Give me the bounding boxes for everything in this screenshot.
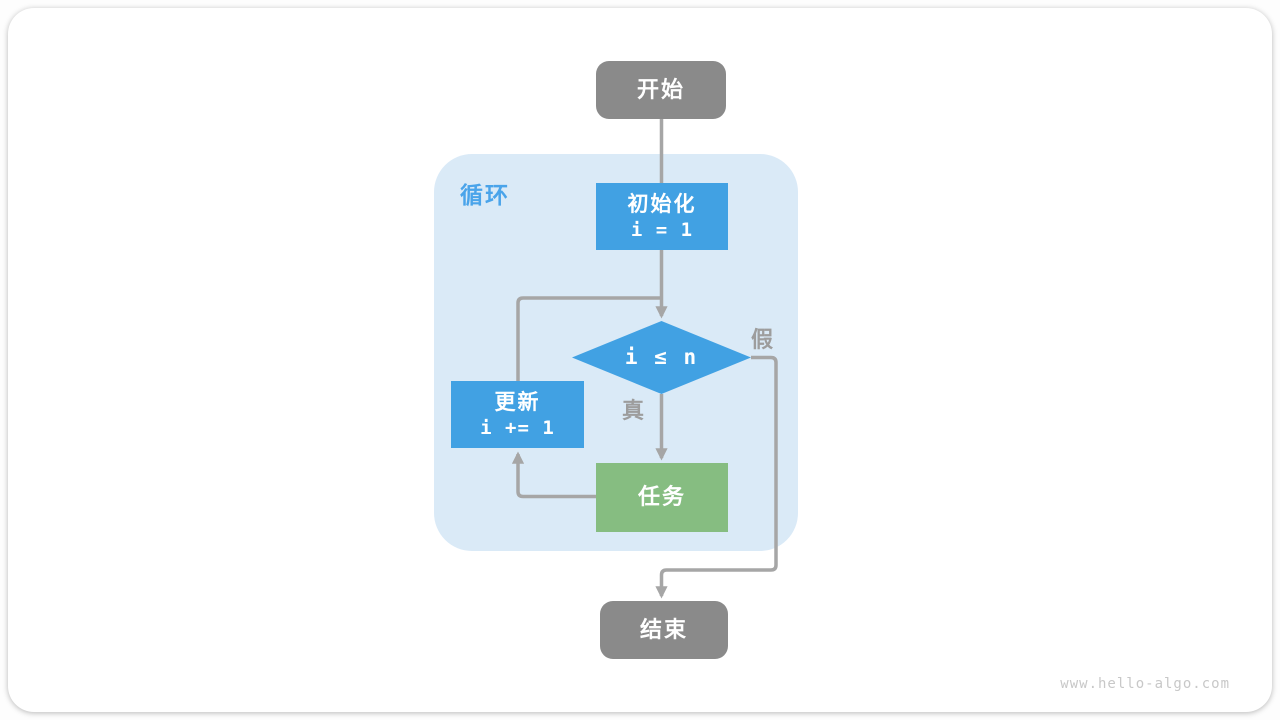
end-node-label: 结束 bbox=[639, 616, 688, 642]
update-node-title: 更新 bbox=[494, 390, 541, 414]
condition-text: i ≤ n bbox=[624, 345, 699, 369]
diagram-card: 循环 开始 初始化 i = 1 i ≤ n 假 真 bbox=[8, 8, 1272, 712]
init-node: 初始化 i = 1 bbox=[596, 183, 728, 250]
watermark: www.hello-algo.com bbox=[1060, 676, 1230, 692]
loop-label: 循环 bbox=[460, 182, 510, 208]
task-node-label: 任务 bbox=[637, 484, 686, 510]
start-node: 开始 bbox=[596, 61, 726, 119]
false-branch-label: 假 bbox=[751, 327, 774, 352]
init-node-code: i = 1 bbox=[630, 218, 694, 241]
update-node: 更新 i += 1 bbox=[451, 381, 584, 448]
true-branch-label: 真 bbox=[622, 398, 645, 423]
task-node: 任务 bbox=[596, 463, 728, 532]
init-node-title: 初始化 bbox=[627, 192, 697, 216]
start-node-label: 开始 bbox=[636, 76, 685, 102]
update-node-code: i += 1 bbox=[480, 416, 555, 439]
end-node: 结束 bbox=[600, 601, 728, 659]
